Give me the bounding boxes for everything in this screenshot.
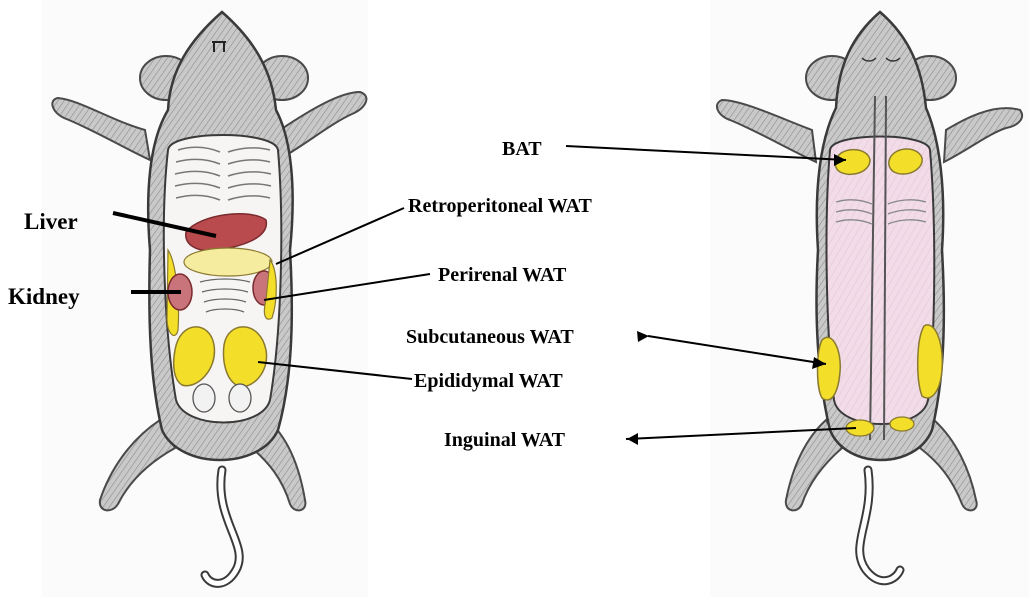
label-retroperitoneal-wat: Retroperitoneal WAT — [408, 195, 593, 217]
inguinal-fat-right — [890, 417, 914, 431]
testis-left — [193, 384, 215, 412]
testis-right — [229, 384, 251, 412]
label-perirenal-wat: Perirenal WAT — [438, 264, 567, 286]
subcutaneous-fat-left — [818, 337, 841, 400]
bat-fat-right — [889, 149, 922, 174]
label-subcutaneous-wat: Subcutaneous WAT — [406, 326, 574, 348]
label-inguinal-wat: Inguinal WAT — [444, 429, 566, 451]
label-liver: Liver — [24, 209, 78, 234]
label-epididymal-wat: Epididymal WAT — [414, 370, 563, 392]
arrowhead-inguinal-tail — [627, 433, 638, 445]
arrowhead-subcutaneous-tail — [637, 331, 649, 342]
label-bat: BAT — [502, 138, 542, 160]
label-kidney: Kidney — [8, 284, 80, 309]
retroperitoneal-fat — [184, 248, 272, 276]
subcutaneous-fat-right — [918, 325, 943, 398]
